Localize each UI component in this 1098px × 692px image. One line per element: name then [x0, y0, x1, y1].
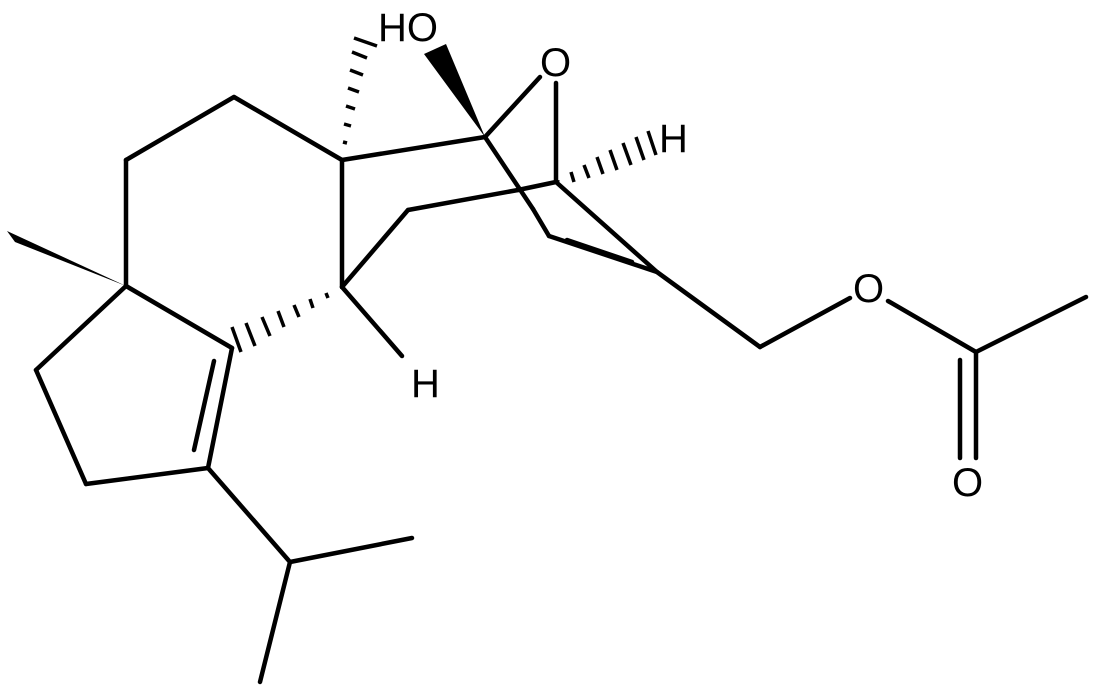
bond-c14-ch2 [654, 269, 763, 350]
wedge-hydroxyl [424, 44, 485, 137]
bond-c8-c10 [339, 134, 488, 163]
label-ring-oxygen: O [540, 41, 571, 85]
hash-c9-c5 [230, 287, 344, 353]
bond-c10-o [482, 74, 543, 140]
label-ring-junction-h: H [411, 362, 440, 406]
bond-isopropyl-me2 [257, 559, 293, 685]
hash-c8-methyl [341, 36, 378, 162]
label-carbonyl-oxygen: O [952, 461, 983, 505]
bond-c14-c15-double-inner [564, 237, 635, 265]
bond-c4-isopropyl [205, 465, 293, 565]
bond-isopropyl-me1 [287, 535, 415, 565]
bond-c7-c8 [231, 94, 345, 163]
bond-c11-c12 [405, 187, 521, 213]
bond-ch2-o [757, 295, 853, 350]
bond-c4-c5-double [205, 345, 235, 471]
label-hydroxyl: HO [378, 6, 438, 50]
bond-c10-c12 [482, 134, 536, 212]
bond-c9-c11 [339, 207, 411, 290]
label-ester-oxygen: O [853, 267, 884, 311]
bond-c5-c1 [123, 283, 235, 351]
bond-c3-c4 [83, 465, 211, 487]
bond-c15-c12 [530, 206, 552, 239]
bond-c4-c5-double-inner [191, 358, 217, 453]
bond-c12-c13 [515, 179, 559, 193]
bond-c1-c2 [33, 283, 129, 373]
bond-c13-c14 [553, 179, 660, 275]
hash-bridgehead-h [555, 130, 658, 185]
label-bridgehead-h: H [659, 117, 688, 161]
bond-c2-c3 [33, 367, 89, 487]
bond-c6-c7 [123, 94, 237, 163]
wedge-angular-methyl [7, 231, 126, 286]
bond-carbonyl-methyl [973, 294, 1089, 355]
bond-o-carbonyl [885, 298, 979, 355]
bond-c9-h [339, 284, 405, 359]
